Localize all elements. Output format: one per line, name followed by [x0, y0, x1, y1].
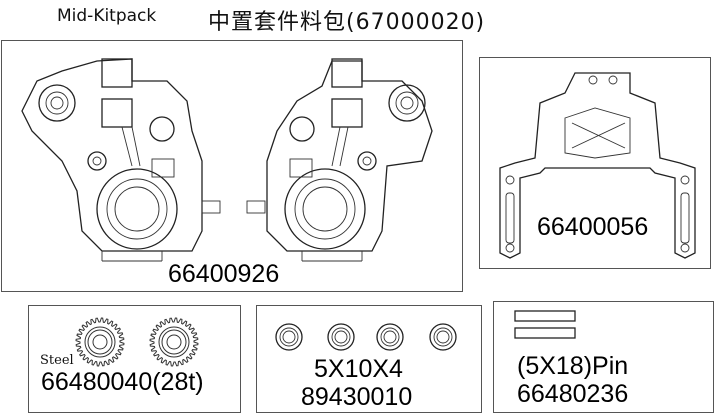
bracket-drawing: [499, 72, 696, 259]
bearing-1: [275, 323, 303, 351]
gears-drawing: [75, 317, 199, 367]
gear-left: [75, 317, 125, 367]
part-code-pins: 66480236: [517, 380, 629, 408]
panel-gears: [28, 305, 241, 413]
gearbox-housing-right-half: [246, 58, 433, 262]
bearing-3: [376, 323, 404, 351]
bearings-drawing: [275, 323, 457, 351]
bearing-2: [327, 323, 355, 351]
gear-ring: [158, 326, 190, 358]
gear-ring: [87, 329, 113, 355]
kit-name: Mid-Kitpack: [57, 6, 157, 26]
panel-gearbox-housing: [1, 40, 463, 292]
panel-bearings: [256, 305, 482, 413]
gear-teeth: [149, 317, 199, 367]
pin-size: (5X18)Pin: [517, 352, 629, 380]
pin-1: [514, 310, 576, 322]
panel-bracket: [479, 57, 711, 269]
gear-bore: [166, 334, 182, 350]
gear-bore: [92, 334, 108, 350]
gear-right: [149, 317, 199, 367]
kit-name-cn: 中置套件料包(67000020): [208, 10, 486, 35]
gear-ring: [84, 326, 116, 358]
part-code-gears: 66480040(28t): [41, 368, 204, 396]
gear-teeth: [75, 317, 125, 367]
part-code-bearings: 89430010: [301, 383, 413, 411]
gear-ring: [161, 329, 187, 355]
pin-2: [514, 327, 576, 339]
material-label: Steel: [40, 353, 74, 368]
panel-pins: [493, 301, 714, 413]
pins-drawing: [514, 310, 576, 339]
part-code-gearbox-housing: 66400926: [168, 260, 280, 288]
bearing-4: [429, 323, 457, 351]
bearing-size: 5X10X4: [314, 355, 403, 383]
part-code-bracket: 66400056: [537, 213, 649, 241]
gearbox-housing-left-half: [21, 58, 221, 262]
gearbox-housing-drawing: [21, 58, 433, 262]
